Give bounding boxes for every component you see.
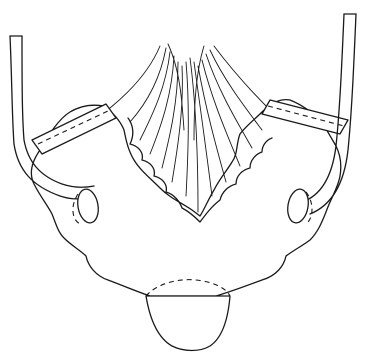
bottom-cup <box>146 296 230 351</box>
